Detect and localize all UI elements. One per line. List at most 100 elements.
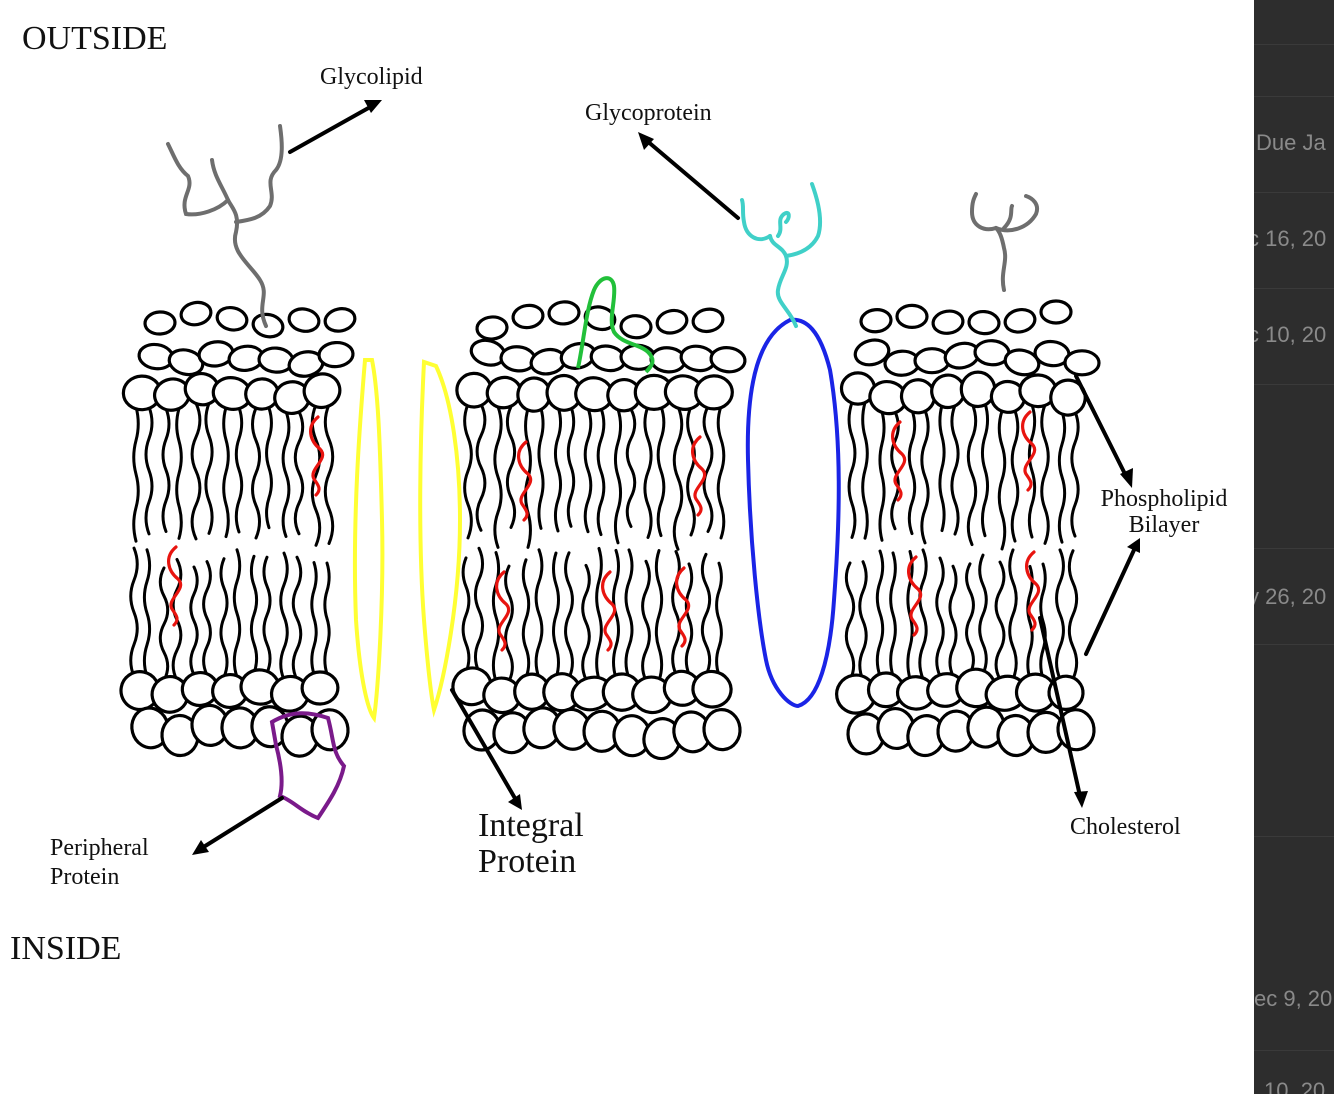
cholesterol-label: Cholesterol — [1070, 814, 1181, 841]
side-item-text: c 16, 20 — [1254, 226, 1326, 252]
lipid-head — [1065, 351, 1099, 375]
lipid-tail — [1028, 566, 1032, 678]
lipid-head — [968, 310, 1000, 334]
side-row[interactable] — [1254, 836, 1334, 837]
phospholipid-label-line1: Phospholipid — [1094, 486, 1234, 512]
lipid-tail — [251, 556, 256, 673]
side-item-text: 10, 20 — [1264, 1078, 1325, 1094]
lipid-tail — [643, 561, 650, 681]
integral-protein-left — [355, 360, 382, 718]
lipid-tail — [880, 412, 884, 541]
peripheral-protein-label: Peripheral Protein — [50, 834, 149, 892]
lipid-tail — [860, 562, 866, 680]
lipid-tail — [566, 553, 573, 678]
lipid-tail — [539, 409, 543, 529]
lipid-head — [318, 341, 354, 367]
lipid-tail — [627, 409, 635, 526]
lipid-head — [710, 346, 747, 374]
lipid-tail — [702, 554, 709, 675]
lipid-head — [1003, 307, 1037, 335]
lipid-tail — [597, 548, 602, 679]
lipid-head — [144, 311, 175, 335]
lipid-head — [476, 316, 508, 340]
side-row[interactable] — [1254, 288, 1334, 289]
lipid-tail — [281, 553, 288, 680]
side-panel: Due Ja c 16, 20 c 10, 20 y 26, 20 ec 9, … — [1254, 0, 1334, 1094]
lipid-head — [179, 300, 213, 327]
lipid-tail — [568, 407, 573, 526]
lipid-tail — [674, 407, 682, 550]
lipid-tail — [493, 553, 498, 682]
lipid-tail — [293, 557, 301, 680]
lipid-tail — [891, 553, 896, 676]
lipid-head — [690, 669, 733, 710]
lipid-tail — [555, 407, 560, 531]
lipid-tail — [585, 408, 591, 532]
phospholipid-label-line2: Bilayer — [1094, 512, 1234, 538]
lipid-tail — [312, 563, 316, 674]
peripheral-label-line1: Peripheral — [50, 834, 149, 863]
lipid-tail — [877, 551, 882, 676]
side-row[interactable] — [1254, 644, 1334, 645]
lipid-tail — [234, 550, 239, 677]
glycolipid-chain-right — [972, 194, 1037, 290]
lipid-tail — [325, 563, 329, 674]
lipid-head — [897, 305, 927, 327]
lipid-tail — [236, 408, 241, 533]
glycoprotein-arrow — [646, 140, 738, 218]
lipid-tail — [192, 403, 200, 539]
integral-protein-label: Integral Protein — [478, 808, 584, 880]
lipid-tail — [267, 408, 272, 528]
lipid-tail — [160, 568, 167, 681]
lipid-tail — [463, 558, 469, 672]
side-row[interactable] — [1254, 1050, 1334, 1051]
lipid-tail — [495, 407, 501, 548]
lipid-tail — [1059, 412, 1064, 543]
lipid-head — [961, 372, 995, 407]
lipid-tail — [583, 565, 590, 679]
lipid-tail — [221, 559, 227, 677]
side-row[interactable] — [1254, 548, 1334, 549]
membrane-diagram: OUTSIDE INSIDE Glycolipid Glycoprotein P… — [0, 0, 1254, 1094]
lipid-tail — [846, 563, 853, 680]
lipid-tail — [920, 550, 926, 679]
side-row[interactable] — [1254, 384, 1334, 385]
lipid-tail — [968, 403, 975, 544]
lipid-tail — [952, 405, 958, 534]
lipid-tail — [134, 407, 139, 541]
lipid-tail — [554, 553, 559, 678]
glycoprotein-chain — [742, 184, 820, 326]
side-row[interactable] — [1254, 192, 1334, 193]
lipid-head — [548, 301, 580, 325]
phospholipid-arrow-top — [1076, 376, 1126, 476]
lipid-heads — [118, 300, 1099, 762]
lipid-tail — [996, 562, 1004, 679]
lipid-tail — [536, 550, 542, 678]
channel-protein — [748, 320, 839, 706]
lipid-tail — [909, 410, 914, 533]
phospholipid-arrow-bottom — [1086, 550, 1134, 654]
lipid-tail — [144, 550, 149, 677]
lipid-tail — [523, 560, 528, 678]
lipid-tail — [937, 558, 944, 676]
lipid-head — [512, 304, 545, 330]
lipid-tail — [922, 410, 928, 543]
lipid-tail — [967, 564, 974, 674]
cholesterol-arrowhead — [1074, 791, 1088, 808]
integral-protein-right — [420, 362, 460, 710]
integral-label-line2: Protein — [478, 844, 584, 880]
lipid-head — [215, 305, 249, 333]
lipid-tail — [506, 566, 513, 681]
lipid-tail — [1029, 405, 1034, 537]
lipid-head — [932, 309, 965, 335]
lipid-head — [302, 672, 339, 705]
lipid-head — [620, 315, 651, 339]
lipid-tail — [465, 404, 472, 538]
lipid-head — [860, 308, 892, 333]
lipid-tail — [718, 406, 724, 538]
lipid-tail — [717, 563, 722, 675]
lipid-tail — [283, 412, 289, 537]
lipid-head — [251, 312, 285, 340]
lipid-head — [915, 349, 949, 373]
lipid-tail — [1072, 412, 1078, 536]
